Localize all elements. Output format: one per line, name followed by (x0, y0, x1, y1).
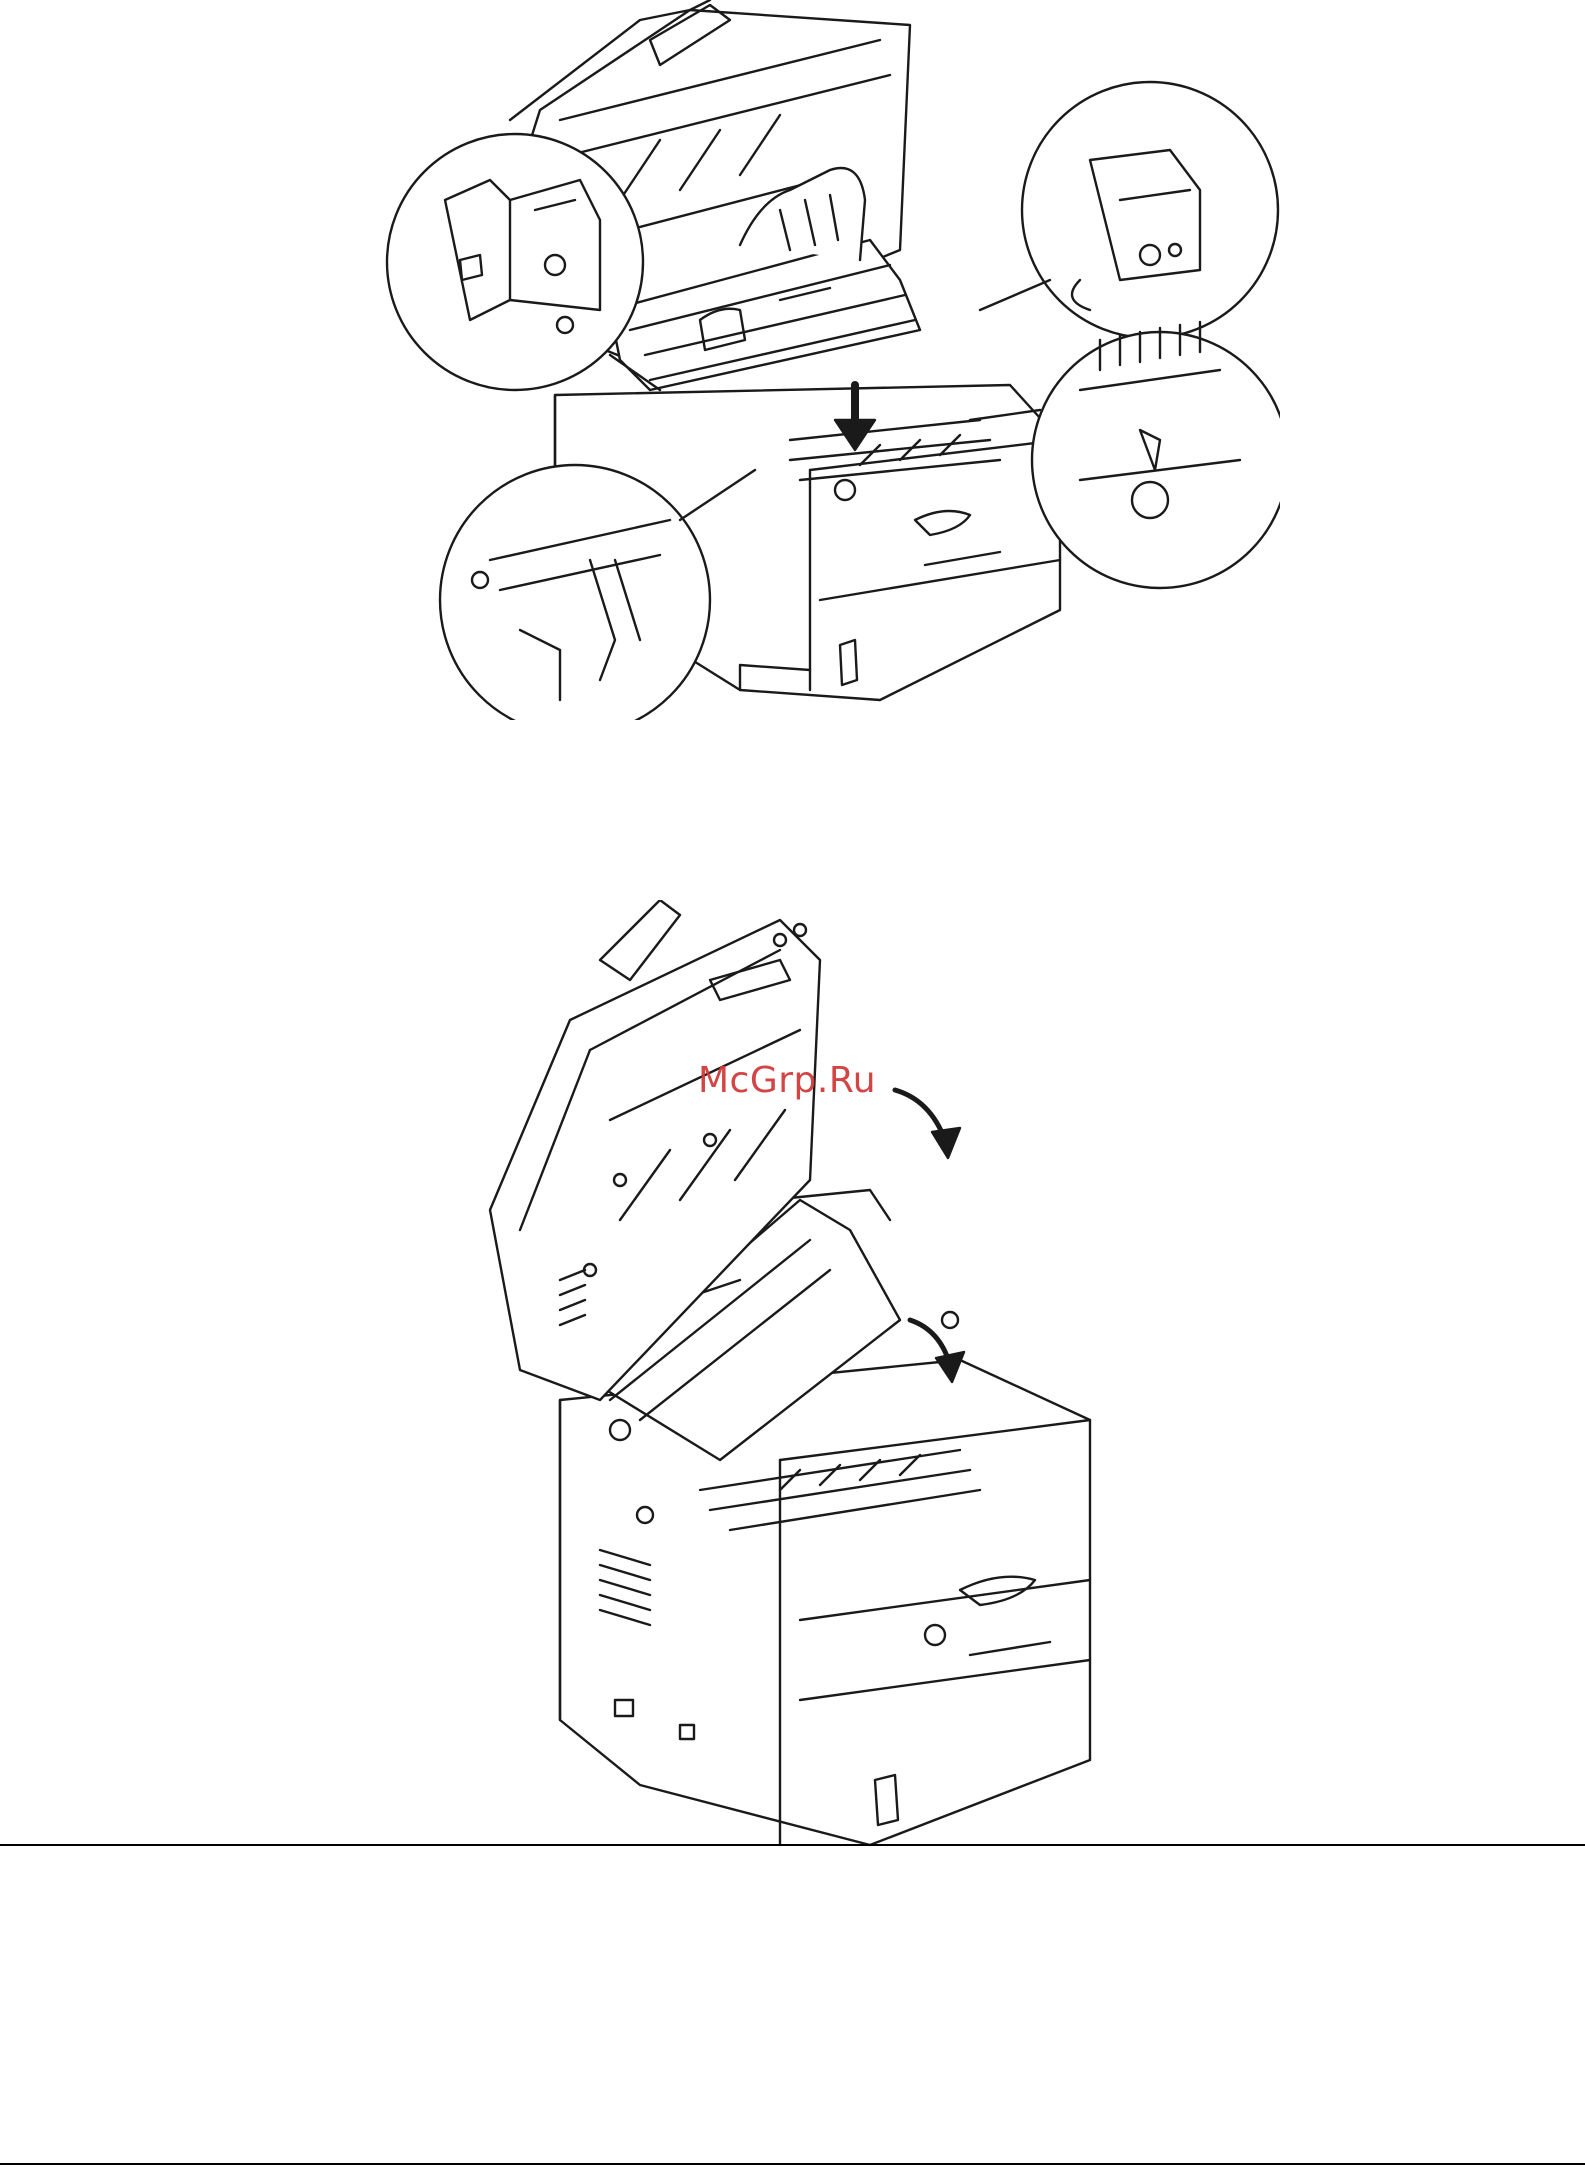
footer-rule (0, 2163, 1585, 2165)
callout-drum-right-end (980, 82, 1278, 338)
figure-close-covers (480, 900, 1120, 1860)
section-rule (0, 1844, 1585, 1846)
close-scanner-arrow (895, 1090, 960, 1158)
watermark: McGrp.Ru (698, 1060, 876, 1101)
printer-base-2 (560, 1360, 1090, 1845)
figure-drum-insertion (360, 0, 1280, 720)
